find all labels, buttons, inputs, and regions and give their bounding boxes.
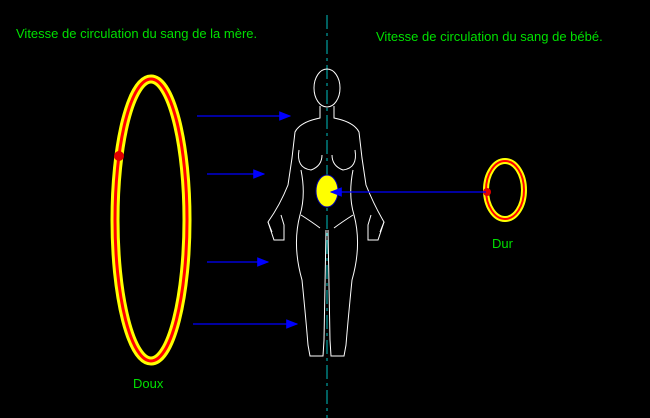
mother-speed-label: Doux: [133, 376, 164, 391]
mother-circulation-ring: [110, 74, 192, 366]
baby-speed-label: Dur: [492, 236, 513, 251]
fetus-marker: [315, 174, 339, 208]
female-body-outline-icon: [267, 68, 385, 357]
baby-circulation-title: Vitesse de circulation du sang de bébé.: [376, 29, 603, 44]
baby-blood-dot: [483, 188, 491, 196]
mother-blood-dot: [114, 151, 124, 161]
mother-circulation-title: Vitesse de circulation du sang de la mèr…: [16, 26, 258, 41]
baby-circulation-ring: [483, 158, 527, 222]
